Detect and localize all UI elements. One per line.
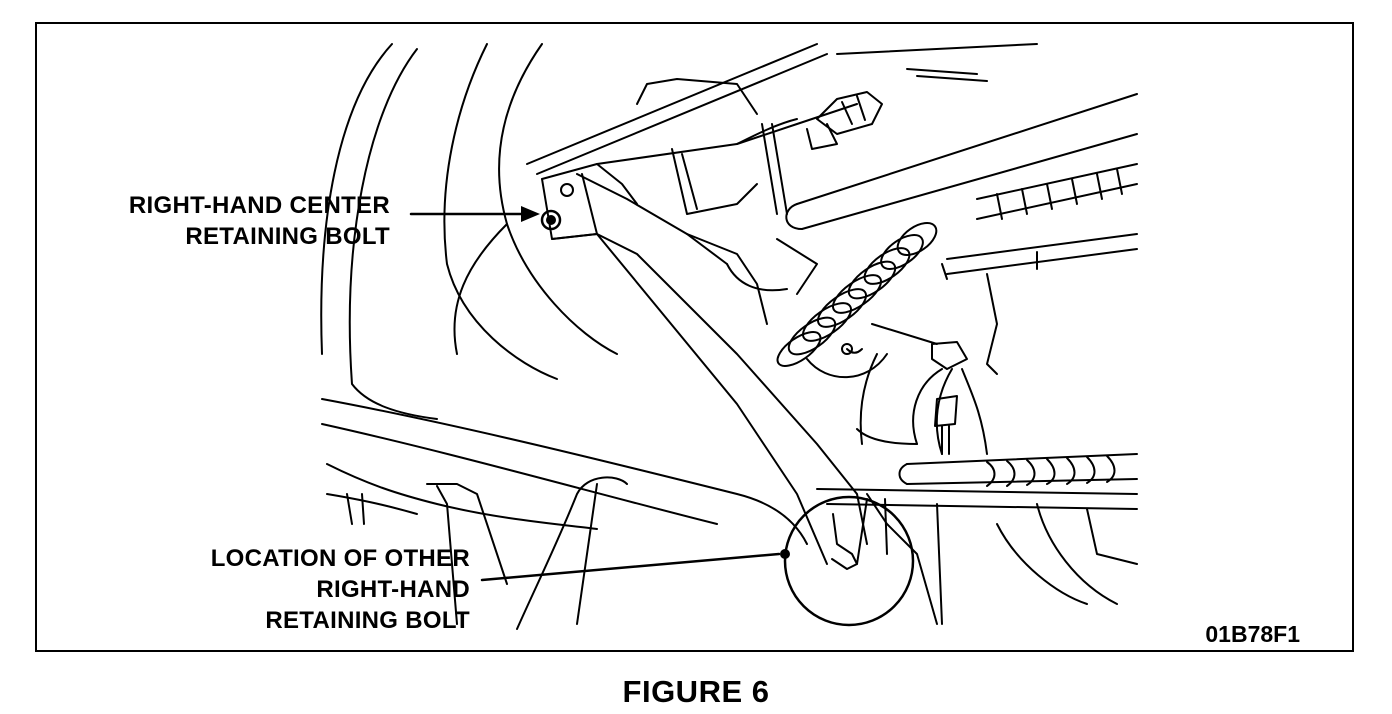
grille-slats-drawing — [941, 163, 1138, 280]
radiator-support-drawing — [526, 43, 1138, 565]
callout-other-bolt-line1: LOCATION OF OTHER — [210, 545, 470, 572]
center-retaining-bolt-drawing — [540, 183, 574, 231]
hood-latch-cable-drawing — [856, 273, 998, 455]
callout-center-bolt-line1: RIGHT-HAND CENTER — [128, 192, 390, 219]
engine-compartment-line-drawing — [320, 43, 1138, 630]
callout-other-bolt: LOCATION OF OTHER RIGHT-HAND RETAINING B… — [211, 543, 470, 636]
bumper-beam-drawing — [816, 453, 1138, 625]
leader-lines — [409, 206, 790, 582]
callout-other-bolt-line2: RIGHT-HAND — [316, 576, 470, 603]
callout-center-bolt-line2: RETAINING BOLT — [185, 223, 390, 250]
callout-center-bolt: RIGHT-HAND CENTER RETAINING BOLT — [129, 190, 390, 252]
callout-other-bolt-line3: RETAINING BOLT — [265, 607, 470, 634]
other-bolt-detail-circle — [783, 495, 915, 627]
fender-panel-drawing — [320, 43, 808, 630]
illustration-frame: RIGHT-HAND CENTER RETAINING BOLT LOCATIO… — [35, 22, 1354, 652]
figure-title: FIGURE 6 — [622, 674, 770, 709]
figure-id: 01B78F1 — [1205, 621, 1300, 647]
electrical-connector-drawing — [806, 91, 883, 150]
coil-spring-drawing — [776, 222, 938, 379]
